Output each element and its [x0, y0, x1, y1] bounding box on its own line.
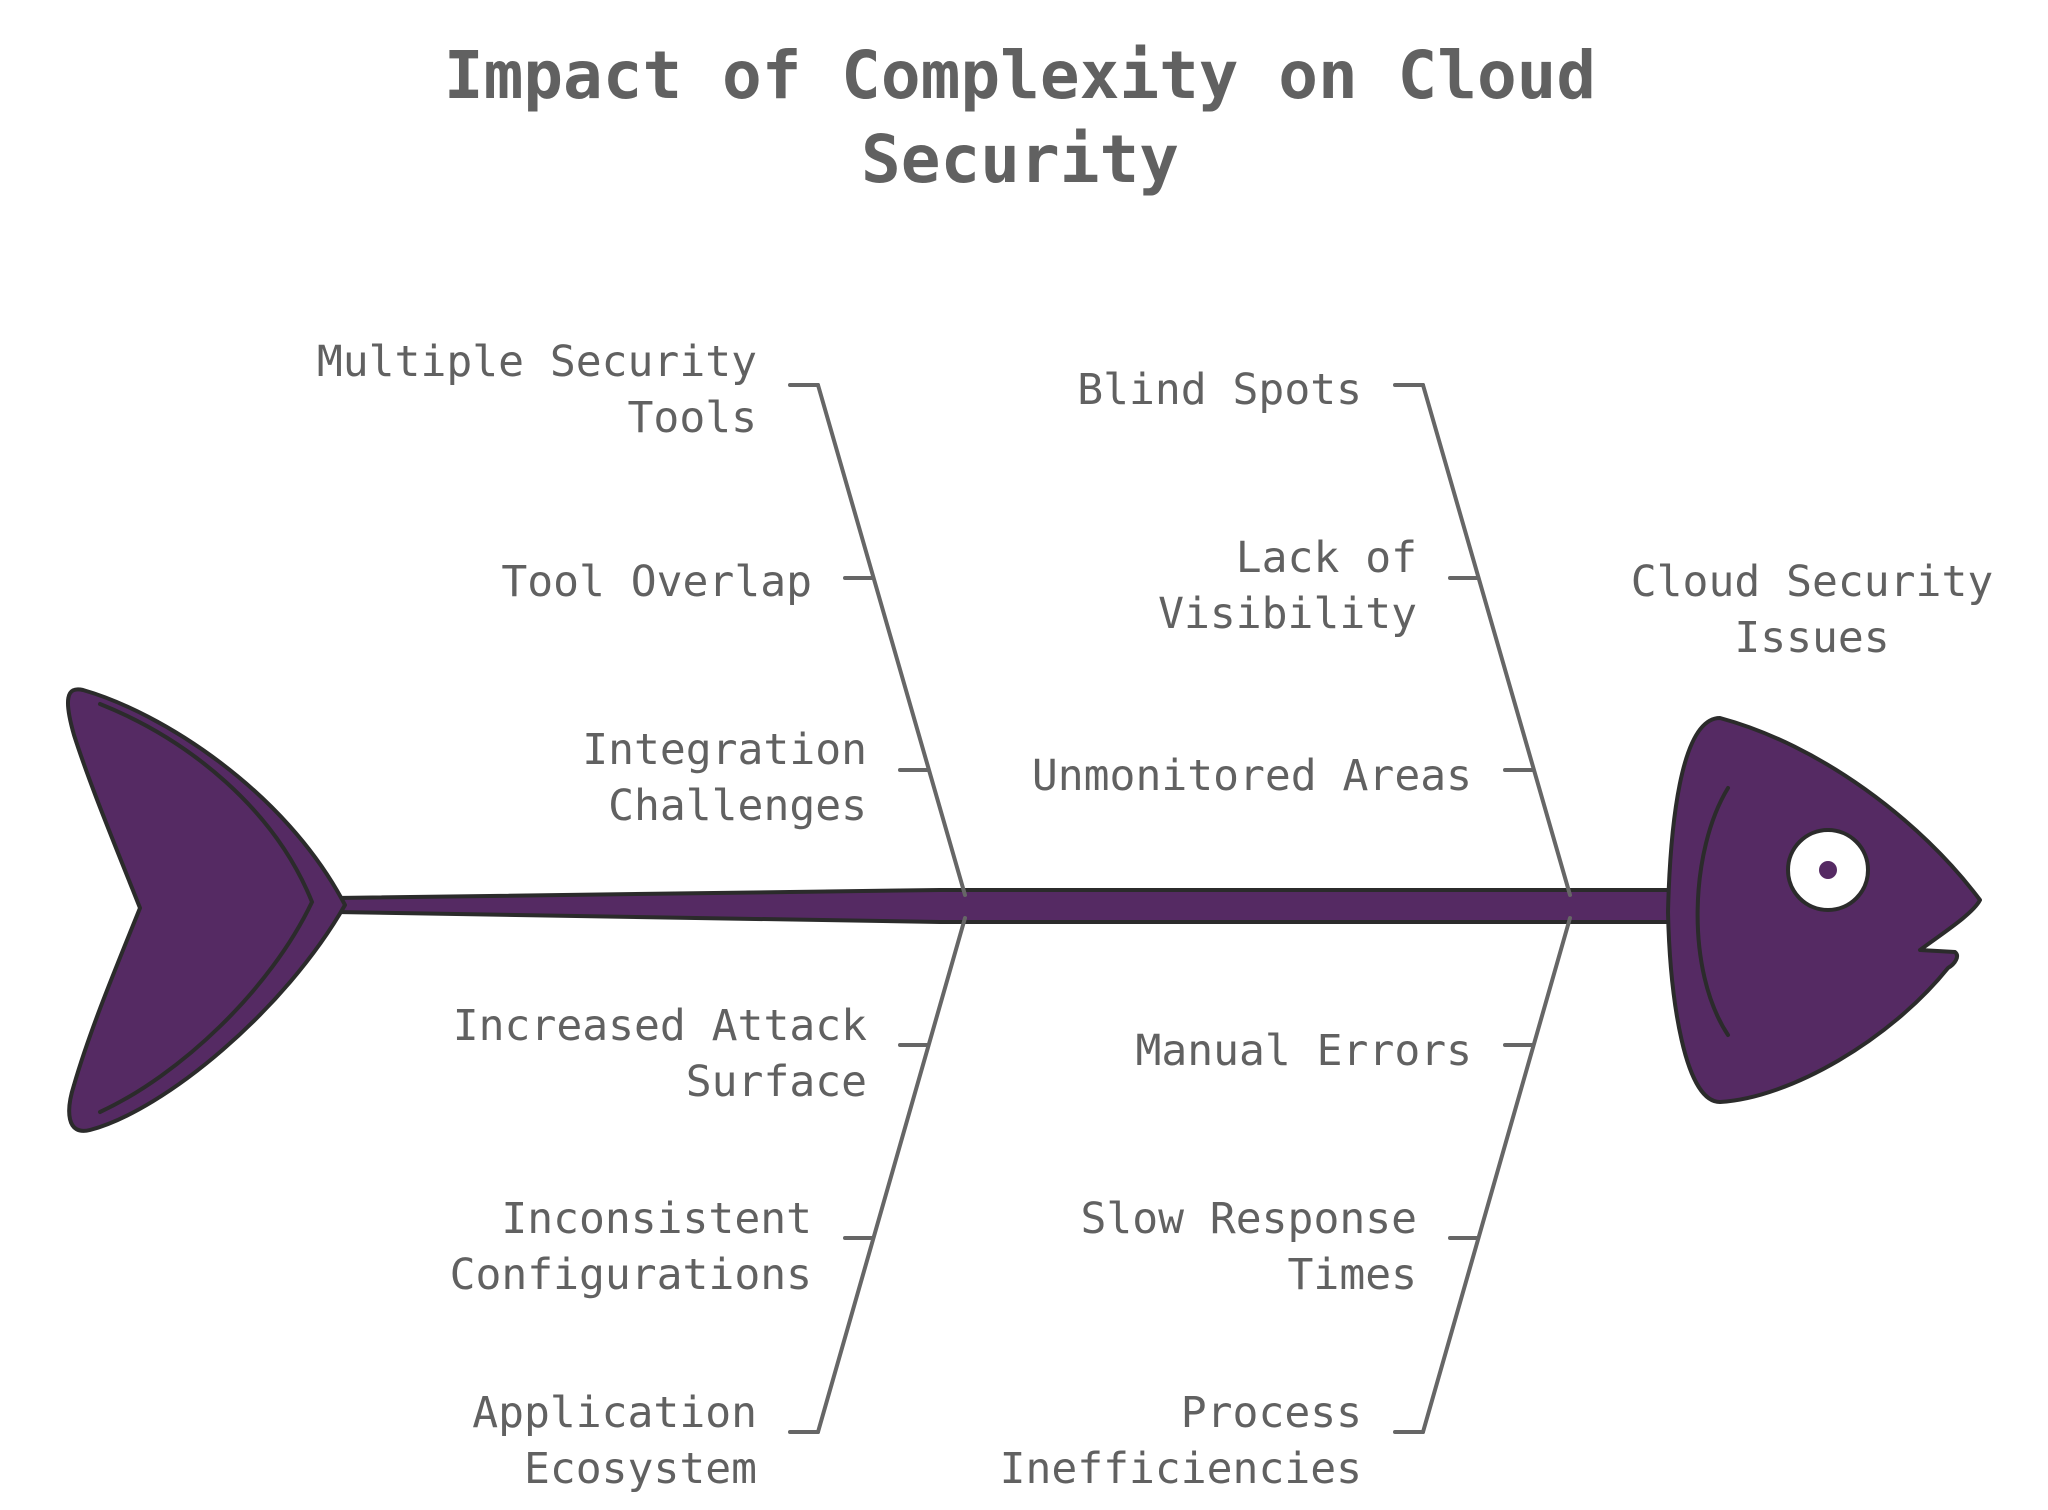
cause-label-line-1: Process: [1181, 1388, 1362, 1438]
cause-inconsistent-configurations: Inconsistent Configurations: [450, 1194, 812, 1300]
fish-spine: [333, 888, 1690, 924]
bones: [788, 383, 1572, 1434]
cause-label-line-1: Integration: [582, 725, 867, 775]
cause-label-line-2: Challenges: [608, 781, 867, 831]
cause-label-line-1: Manual Errors: [1135, 1026, 1472, 1076]
cause-lack-of-visibility: Lack of Visibility: [1158, 533, 1417, 639]
title-line-2: Security: [861, 121, 1179, 198]
fish-tail-icon: [66, 687, 347, 1133]
bone-lower-right: [1421, 916, 1572, 1434]
cause-label-line-1: Application: [472, 1388, 757, 1438]
cause-label-line-1: Blind Spots: [1077, 365, 1362, 415]
cause-label-line-1: Increased Attack: [453, 1001, 867, 1051]
cause-label-line-2: Ecosystem: [524, 1444, 757, 1494]
cause-tool-overlap: Tool Overlap: [501, 557, 812, 607]
cause-label-line-1: Inconsistent: [501, 1194, 812, 1244]
cause-label-line-1: Lack of: [1236, 533, 1417, 583]
cause-slow-response-times: Slow Response Times: [1080, 1194, 1417, 1300]
cause-label-line-2: Configurations: [450, 1250, 812, 1300]
cause-manual-errors: Manual Errors: [1135, 1026, 1472, 1076]
cause-integration-challenges: Integration Challenges: [582, 725, 867, 831]
cause-application-ecosystem: Application Ecosystem: [472, 1388, 757, 1494]
bone-upper-right: [1421, 383, 1572, 897]
bone-lower-left: [816, 916, 967, 1434]
effect-label-line-2: Issues: [1734, 613, 1889, 663]
cause-unmonitored-areas: Unmonitored Areas: [1032, 751, 1472, 801]
effect-label: Cloud Security Issues: [1631, 557, 1993, 663]
fish-head-icon: [1666, 716, 1982, 1104]
cause-blind-spots: Blind Spots: [1077, 365, 1362, 415]
cause-label-line-2: Tools: [628, 393, 757, 443]
bone-upper-left: [816, 383, 967, 897]
cause-label-line-1: Unmonitored Areas: [1032, 751, 1472, 801]
effect-label-line-1: Cloud Security: [1631, 557, 1993, 607]
cause-process-inefficiencies: Process Inefficiencies: [1000, 1388, 1362, 1494]
cause-label-line-1: Tool Overlap: [501, 557, 812, 607]
diagram-title: Impact of Complexity on Cloud Security: [444, 37, 1596, 198]
cause-label-line-2: Surface: [686, 1057, 867, 1107]
cause-increased-attack-surface: Increased Attack Surface: [453, 1001, 867, 1107]
cause-label-line-2: Visibility: [1158, 589, 1417, 639]
cause-label-line-1: Slow Response: [1080, 1194, 1417, 1244]
cause-multiple-security-tools: Multiple Security Tools: [317, 337, 757, 443]
title-line-1: Impact of Complexity on Cloud: [444, 37, 1596, 114]
fish-eye-icon: [1786, 828, 1870, 912]
cause-label-line-2: Times: [1288, 1250, 1417, 1300]
cause-label-line-2: Inefficiencies: [1000, 1444, 1362, 1494]
cause-label-line-1: Multiple Security: [317, 337, 757, 387]
